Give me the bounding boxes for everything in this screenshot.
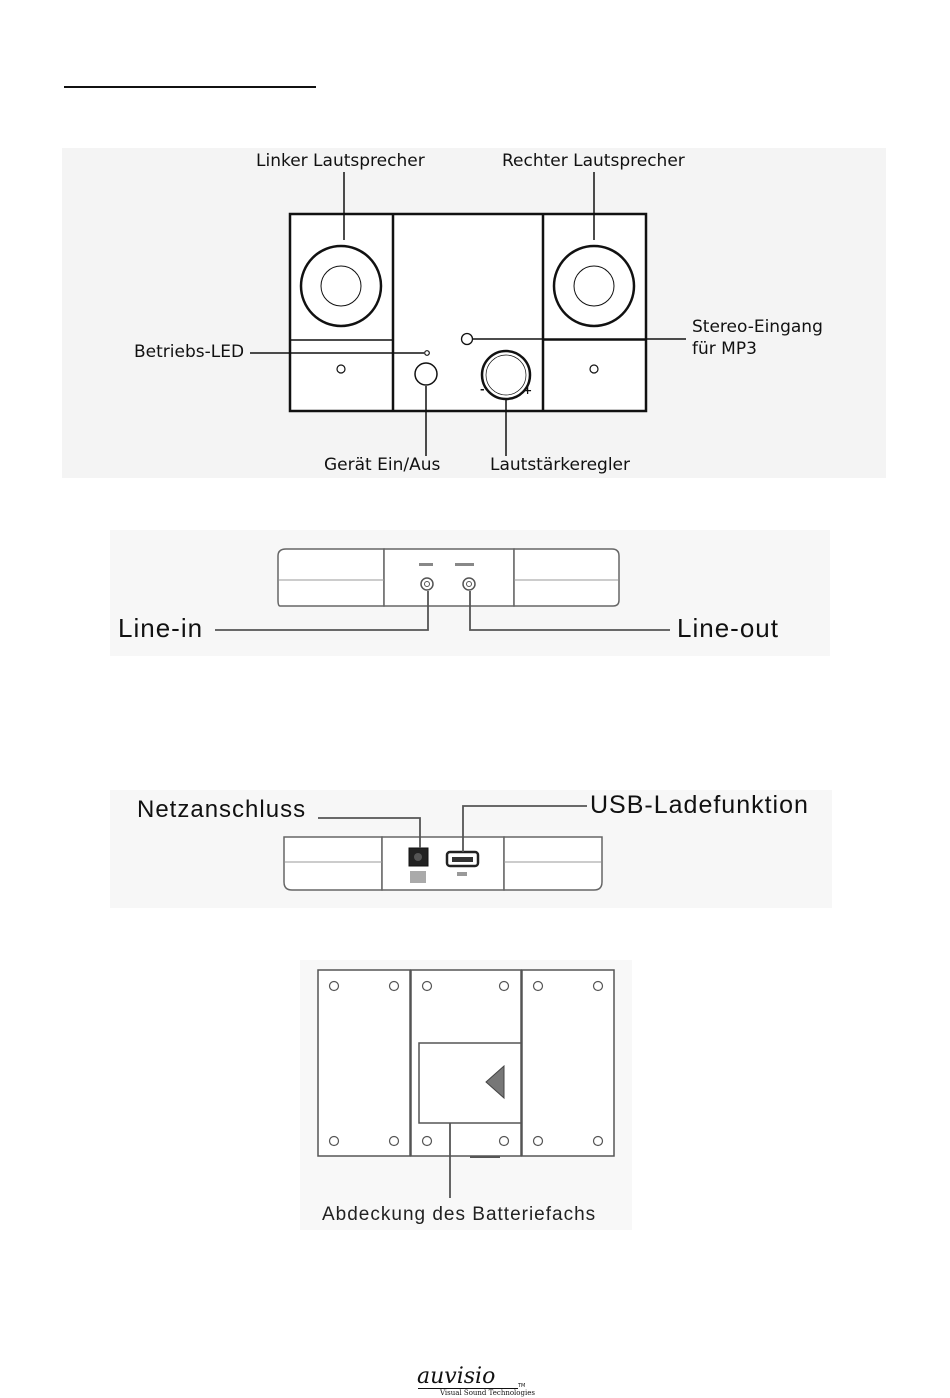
screw: [500, 982, 509, 991]
screw: [390, 1137, 399, 1146]
screw: [534, 1137, 543, 1146]
screw: [423, 1137, 432, 1146]
screw: [390, 982, 399, 991]
battery-cover: [419, 1043, 521, 1123]
screw: [423, 982, 432, 991]
bottom-left-panel: [318, 970, 410, 1156]
screw: [534, 982, 543, 991]
battery-cover-label: Abdeckung des Batteriefachs: [322, 1204, 596, 1226]
screw: [330, 1137, 339, 1146]
screw: [330, 982, 339, 991]
brand-logo: auvisio: [417, 1364, 495, 1389]
screw: [500, 1137, 509, 1146]
screw: [594, 982, 603, 991]
screw: [594, 1137, 603, 1146]
brand-tagline: Visual Sound Technologies: [440, 1389, 535, 1397]
bottom-right-panel: [522, 970, 614, 1156]
